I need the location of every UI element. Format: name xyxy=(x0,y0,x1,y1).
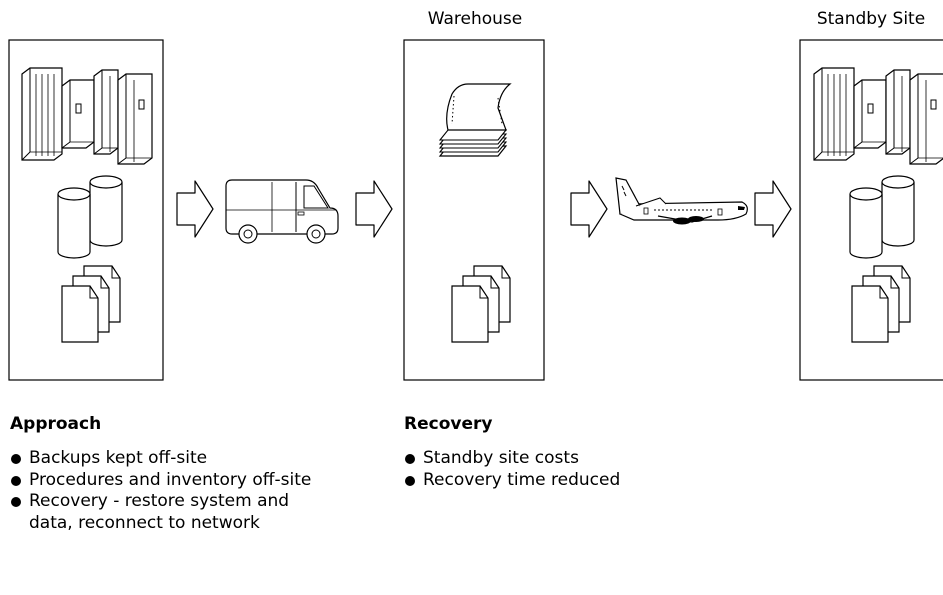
approach-list: Backups kept off-site Procedures and inv… xyxy=(10,448,330,534)
flow-arrow-icon xyxy=(176,180,214,238)
flow-arrow-icon xyxy=(754,180,792,238)
bullet-icon xyxy=(11,497,21,507)
printout-icon xyxy=(438,83,512,157)
disk-storage-icon xyxy=(57,175,123,259)
standby-site-label: Standby Site xyxy=(817,9,925,29)
approach-heading: Approach xyxy=(10,414,102,434)
bullet-icon xyxy=(405,454,415,464)
list-item: Backups kept off-site xyxy=(10,448,330,470)
warehouse-label: Warehouse xyxy=(428,9,522,29)
list-item: Procedures and inventory off-site xyxy=(10,470,330,492)
flow-arrow-icon xyxy=(570,180,608,238)
list-item: Recovery time reduced xyxy=(404,470,744,492)
list-item: Standby site costs xyxy=(404,448,744,470)
list-item: Recovery - restore system and data, reco… xyxy=(10,491,330,534)
bullet-icon xyxy=(11,475,21,486)
bullet-icon xyxy=(11,454,21,464)
delivery-van-icon xyxy=(225,179,339,244)
flow-arrow-icon xyxy=(355,180,393,238)
recovery-heading: Recovery xyxy=(404,414,493,434)
recovery-list: Standby site costs Recovery time reduced xyxy=(404,448,744,491)
bullet-icon xyxy=(405,475,415,486)
airplane-icon xyxy=(615,177,748,225)
disk-storage-icon xyxy=(849,175,915,259)
